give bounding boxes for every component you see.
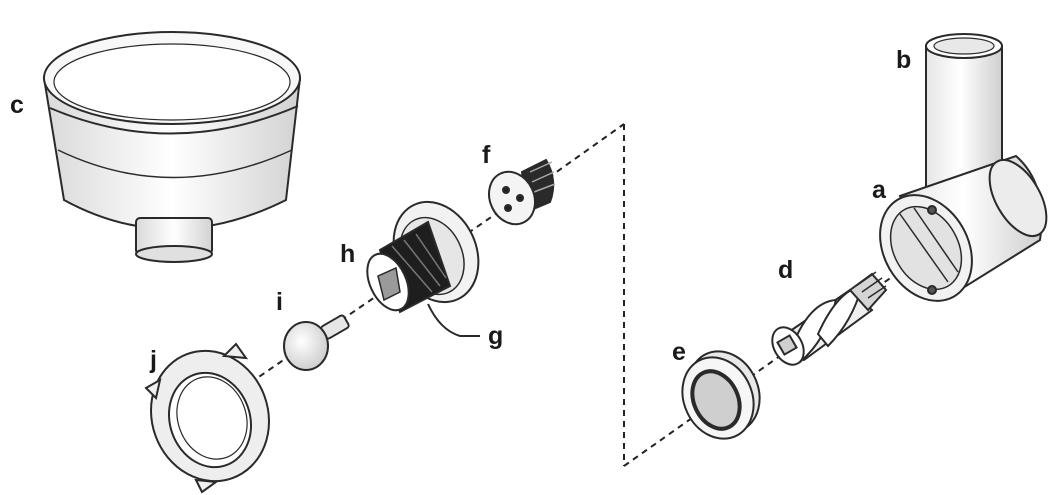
label-i: i — [276, 288, 283, 316]
part-d-auger — [771, 271, 888, 366]
label-h: h — [340, 240, 356, 268]
part-f-knife — [488, 158, 556, 226]
label-f: f — [482, 141, 491, 169]
part-c-hopper — [42, 31, 302, 263]
part-a-body — [879, 154, 1048, 302]
part-h-cylinder — [366, 200, 480, 337]
label-g: g — [488, 322, 504, 350]
label-b: b — [896, 46, 912, 74]
part-i-pusher — [283, 314, 350, 371]
label-c: c — [10, 91, 24, 119]
part-j-collar — [144, 342, 270, 494]
label-d: d — [778, 256, 794, 284]
assembly-axis — [204, 123, 951, 467]
label-a: a — [872, 176, 886, 204]
label-j: j — [150, 346, 157, 374]
label-e: e — [672, 338, 686, 366]
part-e-ring — [681, 350, 761, 440]
